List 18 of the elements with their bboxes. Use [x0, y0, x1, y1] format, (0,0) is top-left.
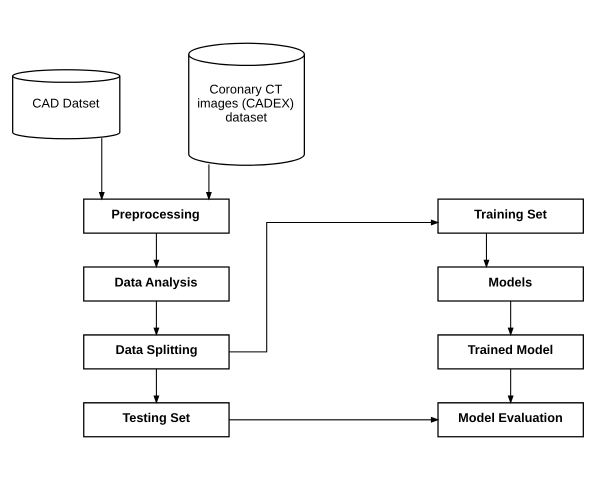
arrow	[229, 219, 440, 352]
node-box: Testing Set	[83, 402, 230, 437]
arrow	[153, 300, 160, 336]
node-box: Preprocessing	[83, 198, 230, 234]
arrow	[508, 300, 514, 336]
node-box: Data Analysis	[83, 266, 230, 302]
arrow	[206, 164, 212, 200]
node-box: Models	[437, 266, 584, 302]
node-box: Model Evaluation	[437, 402, 584, 437]
node-box: Trained Model	[437, 334, 584, 370]
arrow	[153, 368, 160, 404]
arrow	[508, 368, 514, 404]
node-box: Data Splitting	[83, 334, 230, 370]
arrow	[229, 416, 440, 422]
arrow	[153, 232, 160, 268]
node-box: Training Set	[437, 198, 584, 234]
arrow	[98, 138, 105, 200]
arrow	[483, 232, 490, 268]
